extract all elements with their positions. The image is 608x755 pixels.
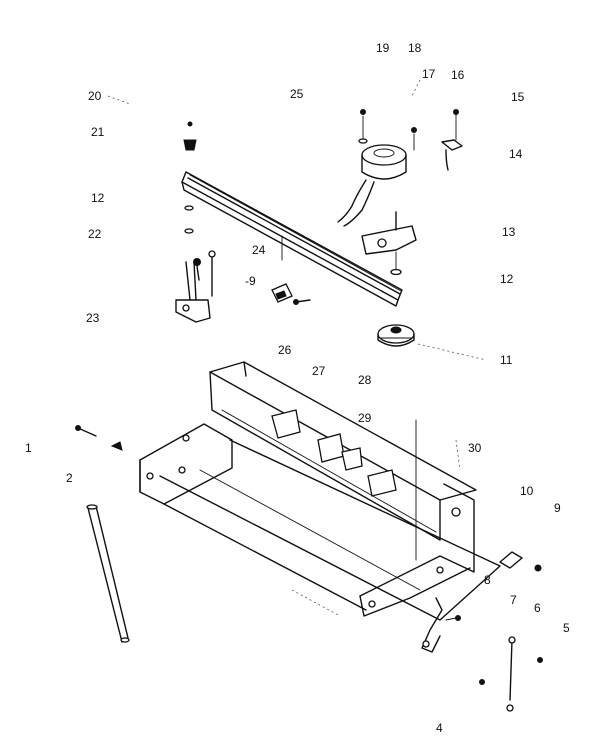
wire-clip: [441, 109, 463, 171]
drive-gear: [377, 324, 415, 347]
callout-7: 7: [510, 593, 517, 607]
callout-4: 4: [436, 721, 443, 735]
callout-1: 1: [25, 441, 32, 455]
left-rail-bracket: [175, 250, 216, 323]
callout-29: 29: [358, 411, 372, 425]
callout-19: 19: [376, 41, 390, 55]
motor-assembly: [337, 109, 417, 227]
callout-16: 16: [451, 68, 465, 82]
motor-mount-plate: [361, 211, 417, 276]
callout-15: 15: [511, 90, 525, 104]
callout-9: 9: [554, 501, 561, 515]
callout-23: 23: [86, 311, 100, 325]
callout-28: 28: [358, 373, 372, 387]
callout-12-left: 12: [91, 191, 105, 205]
drive-rail: [181, 171, 403, 307]
callout-21: 21: [91, 125, 105, 139]
callout-6: 6: [534, 601, 541, 615]
left-fastener-stack: [183, 121, 197, 234]
callout-18: 18: [408, 41, 422, 55]
callout-5: 5: [563, 621, 570, 635]
callout-12-right: 12: [500, 272, 514, 286]
callout-10: 10: [520, 484, 534, 498]
platen-shaft: [86, 504, 130, 643]
callout-11: 11: [500, 353, 513, 367]
callout-27: 27: [312, 364, 326, 378]
callout-17: 17: [422, 67, 436, 81]
callout-26: 26: [278, 343, 292, 357]
leader-lines: [107, 79, 487, 617]
callout-labels: 1 2 4 5 6 7 8 9 10 11 12 13 14 15 16 17 …: [25, 41, 570, 735]
callout-14: 14: [509, 147, 523, 161]
callout-24-sub: -9: [245, 274, 256, 288]
left-screw: [75, 425, 123, 451]
callout-8: 8: [484, 573, 491, 587]
callout-20: 20: [88, 89, 102, 103]
callout-24: 24: [252, 243, 266, 257]
callout-25: 25: [290, 87, 304, 101]
lever-assembly: [421, 551, 543, 712]
callout-2: 2: [66, 471, 73, 485]
main-frame: [139, 361, 501, 621]
callout-13: 13: [502, 225, 516, 239]
callout-22: 22: [88, 227, 102, 241]
carriage-block: [271, 283, 311, 305]
callout-30: 30: [468, 441, 482, 455]
